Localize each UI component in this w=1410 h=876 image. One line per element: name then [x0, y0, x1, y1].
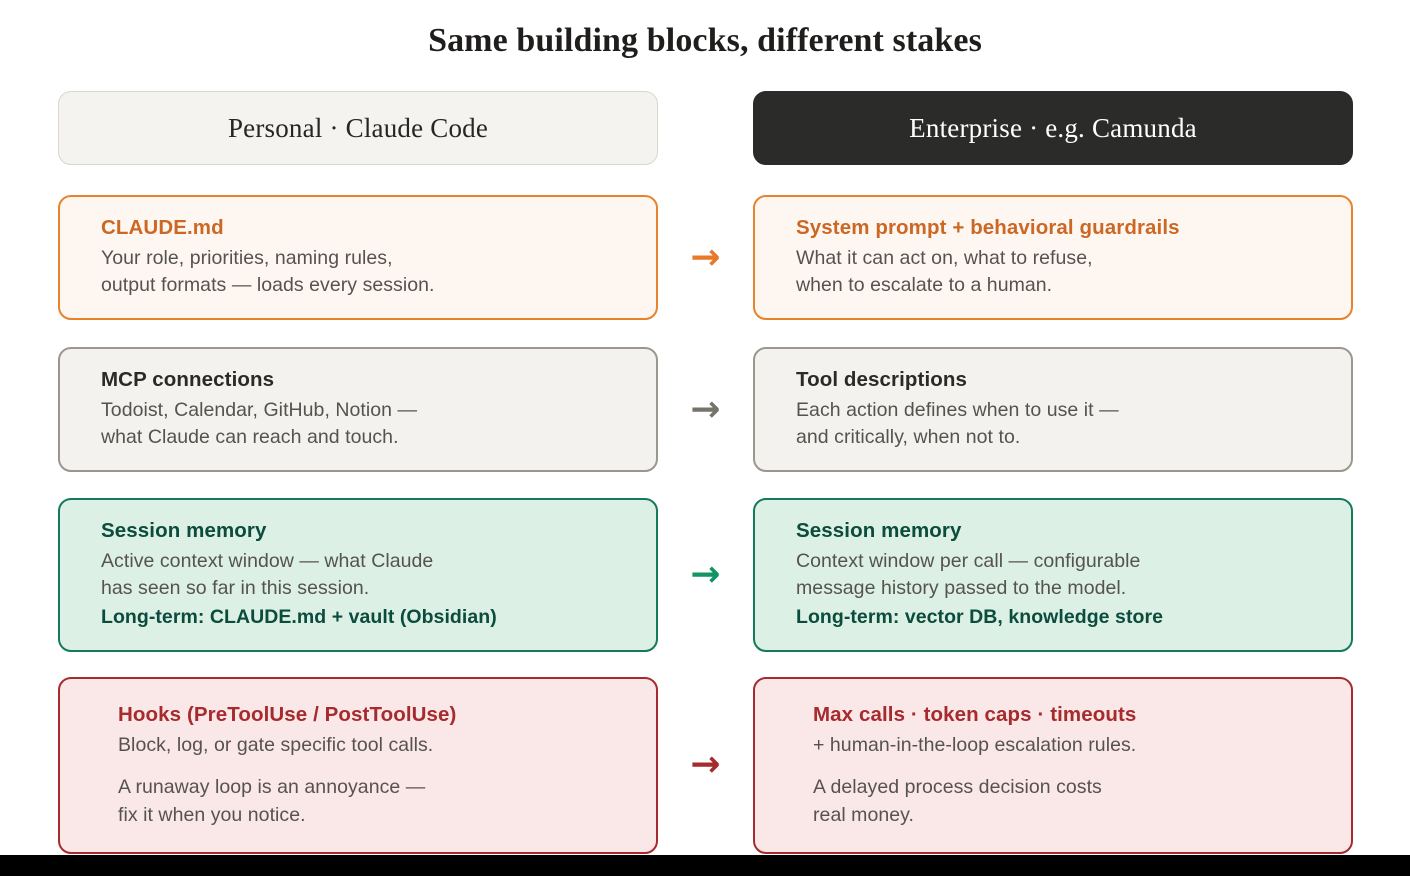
- card-tool-descriptions[interactable]: Tool descriptions Each action defines wh…: [753, 347, 1353, 473]
- card-body-line: when to escalate to a human.: [796, 274, 1053, 297]
- row-guardrails: Hooks (PreToolUse / PostToolUse) Block, …: [58, 676, 1353, 854]
- right-column-header-cell: Enterprise · e.g. Camunda: [753, 91, 1353, 165]
- row3-arrow-cell: →: [658, 498, 753, 652]
- header-gap: [658, 91, 753, 165]
- card-title: Max calls · token caps · timeouts: [813, 702, 1137, 726]
- card-body-line: what Claude can reach and touch.: [101, 426, 399, 449]
- card-footer-longterm: Long-term: vector DB, knowledge store: [796, 606, 1163, 629]
- card-system-prompt[interactable]: System prompt + behavioral guardrails Wh…: [753, 195, 1353, 321]
- card-body-line: Each action defines when to use it —: [796, 398, 1119, 421]
- column-header-enterprise[interactable]: Enterprise · e.g. Camunda: [753, 91, 1353, 165]
- card-body-line: Active context window — what Claude: [101, 549, 434, 572]
- card-body-paragraph: A delayed process decision costs: [813, 776, 1102, 799]
- column-header-personal[interactable]: Personal · Claude Code: [58, 91, 658, 165]
- card-footer-longterm: Long-term: CLAUDE.md + vault (Obsidian): [101, 606, 497, 629]
- row2-arrow-cell: →: [658, 347, 753, 472]
- row4-left-cell: Hooks (PreToolUse / PostToolUse) Block, …: [58, 676, 658, 854]
- row2-left-cell: MCP connections Todoist, Calendar, GitHu…: [58, 347, 658, 473]
- card-body-line: has seen so far in this session.: [101, 577, 370, 600]
- card-title: Session memory: [101, 519, 267, 543]
- card-title: System prompt + behavioral guardrails: [796, 216, 1180, 239]
- card-body-line: fix it when you notice.: [118, 803, 306, 826]
- row1-left-cell: CLAUDE.md Your role, priorities, naming …: [58, 195, 658, 321]
- comparison-board: Personal · Claude Code Enterprise · e.g.…: [58, 91, 1353, 854]
- card-session-memory-enterprise[interactable]: Session memory Context window per call —…: [753, 498, 1353, 652]
- card-body-line: What it can act on, what to refuse,: [796, 246, 1093, 269]
- header-spacer: [58, 165, 1353, 195]
- arrow-right-icon: →: [690, 744, 721, 786]
- card-body-line: Your role, priorities, naming rules,: [101, 246, 393, 269]
- row-spacer: [58, 472, 1353, 498]
- card-title: Session memory: [796, 519, 962, 543]
- row-memory: Session memory Active context window — w…: [58, 498, 1353, 652]
- card-body-paragraph: A runaway loop is an annoyance —: [118, 776, 426, 799]
- row3-left-cell: Session memory Active context window — w…: [58, 498, 658, 652]
- card-mcp-connections[interactable]: MCP connections Todoist, Calendar, GitHu…: [58, 347, 658, 473]
- row-tools: MCP connections Todoist, Calendar, GitHu…: [58, 347, 1353, 473]
- card-title: MCP connections: [101, 368, 275, 392]
- row1-arrow-cell: →: [658, 195, 753, 320]
- row1-right-cell: System prompt + behavioral guardrails Wh…: [753, 195, 1353, 321]
- row2-right-cell: Tool descriptions Each action defines wh…: [753, 347, 1353, 473]
- arrow-right-icon: →: [690, 553, 721, 595]
- card-hooks[interactable]: Hooks (PreToolUse / PostToolUse) Block, …: [58, 676, 658, 854]
- row-spacer: [58, 320, 1353, 347]
- card-body-paragraph: Block, log, or gate specific tool calls.: [118, 733, 434, 756]
- card-body-line: message history passed to the model.: [796, 577, 1127, 600]
- card-body-line: real money.: [813, 803, 914, 826]
- card-title: Tool descriptions: [796, 368, 968, 392]
- arrow-right-icon: →: [690, 236, 721, 278]
- arrow-right-icon: →: [690, 388, 721, 430]
- card-body-line: and critically, when not to.: [796, 426, 1021, 449]
- row-spacer: [58, 652, 1353, 677]
- left-column-header-cell: Personal · Claude Code: [58, 91, 658, 165]
- card-claude-md[interactable]: CLAUDE.md Your role, priorities, naming …: [58, 195, 658, 321]
- row-system-prompt: CLAUDE.md Your role, priorities, naming …: [58, 195, 1353, 321]
- card-body-line: output formats — loads every session.: [101, 274, 435, 297]
- bottom-bar: [0, 855, 1410, 876]
- card-body-line: Context window per call — configurable: [796, 549, 1141, 572]
- row4-right-cell: Max calls · token caps · timeouts + huma…: [753, 676, 1353, 854]
- row4-arrow-cell: →: [658, 677, 753, 854]
- card-title: CLAUDE.md: [101, 216, 224, 239]
- card-session-memory-personal[interactable]: Session memory Active context window — w…: [58, 498, 658, 652]
- card-title: Hooks (PreToolUse / PostToolUse): [118, 702, 457, 726]
- row3-right-cell: Session memory Context window per call —…: [753, 498, 1353, 652]
- card-body-line: Todoist, Calendar, GitHub, Notion —: [101, 398, 418, 421]
- header-row: Personal · Claude Code Enterprise · e.g.…: [58, 91, 1353, 165]
- page-title: Same building blocks, different stakes: [428, 22, 982, 59]
- card-max-calls[interactable]: Max calls · token caps · timeouts + huma…: [753, 676, 1353, 854]
- card-body-paragraph: + human-in-the-loop escalation rules.: [813, 733, 1137, 756]
